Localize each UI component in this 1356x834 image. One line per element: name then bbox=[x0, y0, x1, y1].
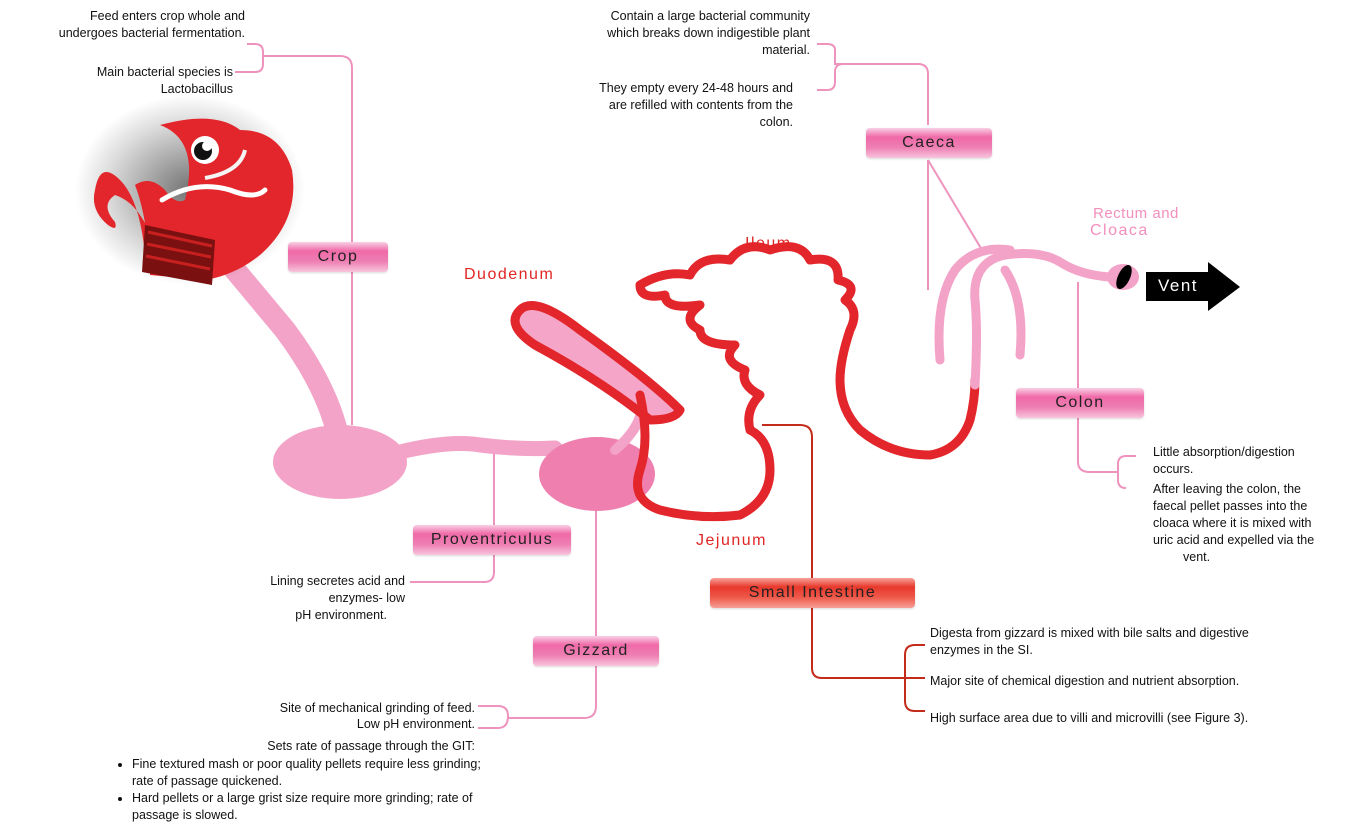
si-note-3: High surface area due to villi and micro… bbox=[930, 711, 1249, 725]
cloaca-name: Cloaca bbox=[1090, 222, 1149, 239]
bird-head-illustration bbox=[75, 95, 305, 285]
small-intestine-coils bbox=[633, 242, 980, 522]
gizzard-note-2: Low pH environment. bbox=[356, 717, 475, 731]
crop-label: Crop bbox=[288, 242, 388, 272]
upper-tract bbox=[224, 259, 655, 511]
caeca-note-1: Contain a large bacterial community whic… bbox=[607, 9, 810, 57]
vent-label: Vent bbox=[1158, 276, 1199, 295]
cloaca bbox=[1107, 264, 1139, 290]
gizzard-note-3: Sets rate of passage through the GIT: bbox=[267, 739, 475, 753]
small-intestine-label: Small Intestine bbox=[710, 578, 915, 608]
gizzard-note-1: Site of mechanical grinding of feed. bbox=[279, 701, 475, 715]
proventriculus-label: Proventriculus bbox=[413, 525, 571, 555]
si-note-1: Digesta from gizzard is mixed with bile … bbox=[930, 626, 1249, 657]
jejunum-name: Jejunum bbox=[696, 532, 767, 549]
caeca-label: Caeca bbox=[866, 128, 992, 158]
colon-note-1: Little absorption/digestion occurs. bbox=[1153, 445, 1295, 476]
gizzard-label: Gizzard bbox=[533, 636, 659, 666]
colon-note-2: After leaving the colon, the faecal pell… bbox=[1153, 482, 1315, 564]
small-intestine-connectors bbox=[762, 424, 925, 712]
ileum-name: Ileum bbox=[745, 235, 792, 252]
duodenum-loop bbox=[510, 301, 685, 425]
si-note-2: Major site of chemical digestion and nut… bbox=[930, 674, 1240, 688]
caeca-note-2: They empty every 24-48 hours and are ref… bbox=[599, 81, 793, 129]
rectum-name: Rectum and bbox=[1093, 205, 1179, 222]
gizzard-bullets: Fine textured mash or poor quality pelle… bbox=[116, 756, 482, 824]
colon-label: Colon bbox=[1016, 388, 1144, 418]
gizzard-bullet: Hard pellets or a large grist size requi… bbox=[132, 790, 482, 824]
crop-note-2: Main bacterial species is Lactobacillus bbox=[96, 65, 233, 96]
duodenum-name: Duodenum bbox=[464, 266, 555, 283]
proventriculus-note: Lining secretes acid and enzymes- low pH… bbox=[270, 574, 405, 622]
connector-lines bbox=[235, 43, 1136, 729]
crop-note-1: Feed enters crop whole and undergoes bac… bbox=[58, 9, 245, 40]
gizzard-bullet: Fine textured mash or poor quality pelle… bbox=[132, 756, 482, 790]
lower-tract bbox=[934, 244, 1115, 390]
vent-arrow bbox=[1146, 262, 1240, 311]
